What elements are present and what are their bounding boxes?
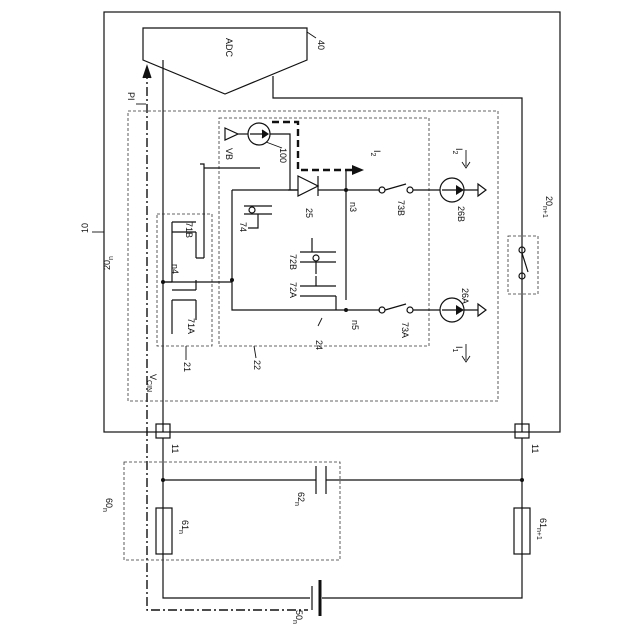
label-22: 22 <box>252 360 262 370</box>
label-11-left: 11 <box>170 444 180 453</box>
label-60n: 60n <box>101 498 114 512</box>
switch-73b <box>346 184 440 193</box>
transistor-72b <box>300 238 336 274</box>
svg-text:73A: 73A <box>400 322 410 338</box>
label-i2-path: I2 <box>369 150 382 157</box>
svg-text:I1: I1 <box>451 346 464 353</box>
svg-text:60n: 60n <box>101 498 114 512</box>
label-10: 10 <box>80 223 90 233</box>
resistor-61n <box>156 508 172 554</box>
svg-text:61n+1: 61n+1 <box>535 518 548 540</box>
svg-text:40: 40 <box>316 40 326 50</box>
label-24: 24 <box>314 340 324 350</box>
svg-text:26B: 26B <box>456 206 466 222</box>
label-25: 25 <box>304 208 314 218</box>
svg-text:71A: 71A <box>186 318 196 334</box>
label-61n: 61n <box>177 520 190 534</box>
svg-text:21: 21 <box>182 362 192 372</box>
svg-text:25: 25 <box>304 208 314 218</box>
label-n3: n3 <box>348 202 358 212</box>
capacitor-62n <box>316 466 326 494</box>
svg-text:62n: 62n <box>293 492 306 506</box>
svg-text:PI: PI <box>126 92 136 101</box>
switch-73a <box>379 304 440 313</box>
svg-text:71B: 71B <box>184 222 194 238</box>
switch-20n1 <box>519 247 528 279</box>
svg-text:72B: 72B <box>288 254 298 270</box>
battery-50n <box>312 580 320 616</box>
svg-text:50n: 50n <box>291 610 304 624</box>
diode-25 <box>288 176 346 196</box>
cell-block-20n <box>128 111 498 401</box>
label-pi: PI <box>126 92 136 101</box>
label-71b: 71B <box>184 222 194 238</box>
svg-text:I2: I2 <box>451 148 464 155</box>
label-vb: VB <box>224 148 234 160</box>
label-61n1: 61n+1 <box>535 518 548 540</box>
label-i2: I2 <box>451 148 464 155</box>
svg-text:100: 100 <box>278 148 288 163</box>
svg-text:10: 10 <box>80 223 90 233</box>
svg-text:22: 22 <box>252 360 262 370</box>
label-72a: 72A <box>288 282 298 298</box>
current-source-26b <box>440 178 486 202</box>
label-20n1: 20n+1 <box>541 196 554 218</box>
svg-text:n5: n5 <box>350 320 360 330</box>
svg-text:61n: 61n <box>177 520 190 534</box>
block-22 <box>219 118 429 346</box>
svg-text:74: 74 <box>238 222 248 232</box>
svg-text:26A: 26A <box>460 288 470 304</box>
svg-text:ADC: ADC <box>224 38 234 58</box>
label-62n: 62n <box>293 492 306 506</box>
cell-block-20n1 <box>508 236 538 294</box>
label-n4: n4 <box>170 264 180 274</box>
label-74: 74 <box>238 222 248 232</box>
svg-text:n3: n3 <box>348 202 358 212</box>
node-n5 <box>344 308 348 312</box>
label-50n: 50n <box>291 610 304 624</box>
transistor-72a <box>300 276 336 310</box>
label-73b: 73B <box>396 200 406 216</box>
label-21: 21 <box>182 362 192 372</box>
svg-text:73B: 73B <box>396 200 406 216</box>
svg-text:11: 11 <box>170 444 180 453</box>
adc-label: ADC <box>224 38 234 58</box>
label-i1: I1 <box>451 346 464 353</box>
svg-text:11: 11 <box>530 444 540 453</box>
label-71a: 71A <box>186 318 196 334</box>
label-n5: n5 <box>350 320 360 330</box>
svg-text:20n+1: 20n+1 <box>541 196 554 218</box>
label-72b: 72B <box>288 254 298 270</box>
svg-text:n4: n4 <box>170 264 180 274</box>
svg-text:24: 24 <box>314 340 324 350</box>
svg-text:72A: 72A <box>288 282 298 298</box>
label-40: 40 <box>316 40 326 50</box>
label-100: 100 <box>278 148 288 163</box>
label-11-right: 11 <box>530 444 540 453</box>
label-26a: 26A <box>460 288 470 304</box>
label-26b: 26B <box>456 206 466 222</box>
label-73a: 73A <box>400 322 410 338</box>
svg-text:I2: I2 <box>369 150 382 157</box>
svg-text:VB: VB <box>224 148 234 160</box>
